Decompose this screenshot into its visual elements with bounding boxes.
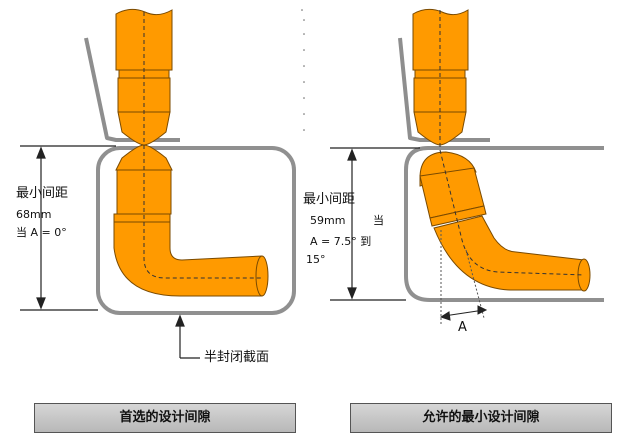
left-caption: 首选的设计间隙 [34, 403, 296, 433]
right-angle-arrow [439, 305, 488, 321]
right-enclosure [404, 146, 604, 302]
left-enclosure [96, 146, 296, 315]
right-caption: 允许的最小设计间隙 [350, 403, 612, 433]
left-gap-label: 最小间距 [16, 186, 69, 201]
right-gap-value: 59mm [310, 214, 346, 227]
left-dimension-arrow [20, 145, 116, 311]
right-angle-text-2: 15° [306, 253, 326, 266]
right-angle-lines [440, 230, 485, 326]
right-lower-part [419, 151, 591, 292]
right-centerline [439, 10, 585, 276]
right-angle-marker: A [458, 320, 467, 335]
right-angle-prefix: 当 [373, 214, 384, 227]
left-lower-part [113, 144, 269, 297]
left-section-label: 半封闭截面 [204, 350, 270, 365]
left-angle-text: 当 A = 0° [16, 226, 67, 239]
left-section-leader [175, 314, 200, 359]
panel-separator [301, 9, 305, 131]
left-centerline [143, 12, 262, 279]
right-dimension-arrow [330, 147, 420, 301]
right-angle-text: A = 7.5° 到 [310, 235, 372, 248]
left-gap-value: 68mm [16, 208, 52, 221]
right-wall-line [398, 37, 490, 142]
right-gap-label: 最小间距 [303, 192, 356, 207]
